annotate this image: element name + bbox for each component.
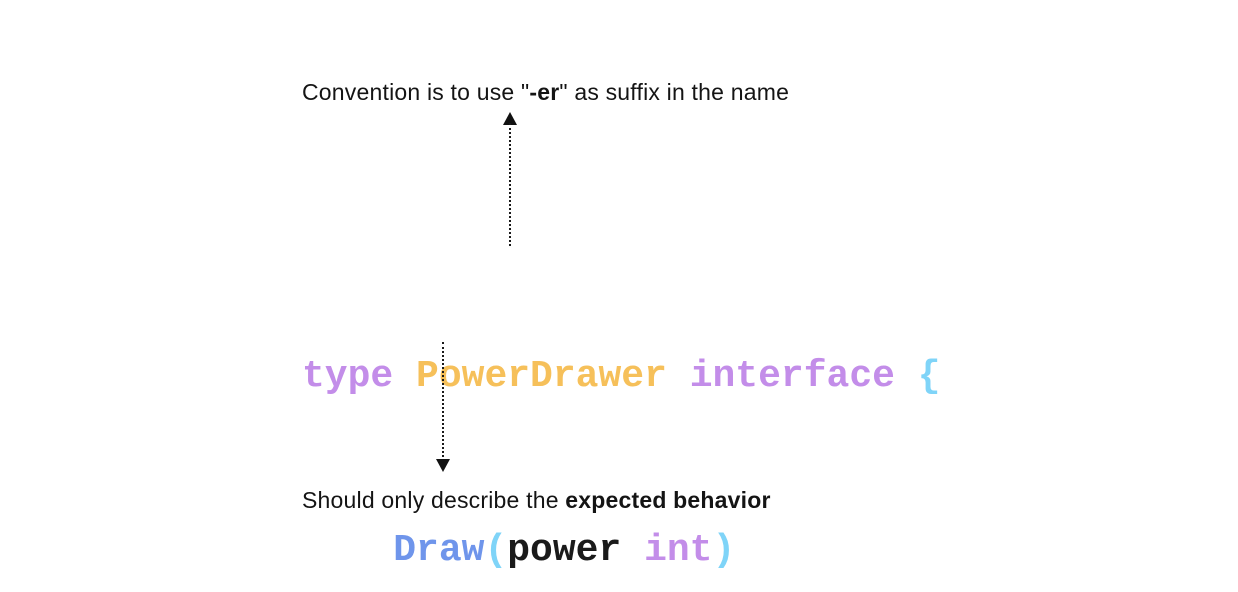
caption-top-bold-er: -er: [529, 79, 560, 105]
token-method-draw: Draw: [393, 529, 485, 572]
token-open-brace: {: [917, 355, 941, 398]
token-space: [667, 355, 690, 398]
caption-bottom-text: Should only describe the: [302, 487, 566, 513]
token-close-paren: ): [712, 529, 736, 572]
token-param-type-int: int: [644, 529, 713, 572]
token-param-power: power: [507, 529, 645, 572]
code-line-interface-declaration: type PowerDrawer interface {: [302, 348, 941, 406]
caption-top-text: Convention is to use ": [302, 79, 530, 105]
caption-bottom-bold-expected-behavior: expected behavior: [565, 487, 771, 513]
arrow-down-to-behavior: [435, 342, 451, 472]
caption-top-text-suffix: " as suffix in the name: [559, 79, 790, 105]
arrow-up-to-convention: [502, 112, 518, 246]
caption-expected-behavior: Should only describe the expected behavi…: [302, 487, 771, 514]
code-line-method-signature: Draw(power int): [302, 522, 941, 580]
arrow-down-head-icon: [436, 459, 450, 472]
arrow-up-dotted-shaft: [509, 123, 511, 246]
arrow-up-head-icon: [503, 112, 517, 125]
token-indent: [302, 529, 393, 572]
code-block: type PowerDrawer interface { Draw(power …: [302, 232, 941, 592]
token-keyword-type: type: [302, 355, 417, 398]
token-type-name-powerdrawer: PowerDrawer: [416, 355, 667, 398]
token-open-paren: (: [484, 529, 508, 572]
arrow-down-dotted-shaft: [442, 342, 444, 461]
token-keyword-interface: interface: [689, 355, 918, 398]
caption-naming-convention: Convention is to use "-er" as suffix in …: [302, 79, 789, 106]
